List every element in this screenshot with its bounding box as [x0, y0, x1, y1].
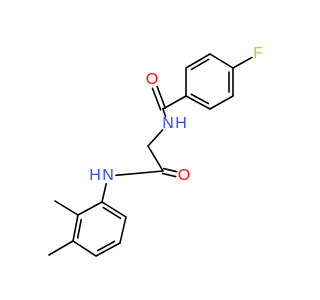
atom-carbonyl-oxygen-bottom: O	[178, 167, 190, 184]
atom-amide-hydrogen-bottom: H	[89, 167, 101, 184]
bond-c-f	[232, 56, 253, 69]
bond-ch2-carbonyl	[147, 145, 164, 172]
bond-ring1-2	[209, 95, 234, 110]
bond-carbonyl-double-top	[156, 85, 167, 109]
bond-ring2-inner-1	[76, 218, 82, 239]
atom-amide-nitrogen-top: N	[162, 115, 174, 132]
bond-ring1-inner-2	[190, 93, 210, 105]
atom-fluorine: F	[253, 45, 263, 62]
bond-methyl-2	[48, 240, 74, 256]
bond-ring2-4	[95, 242, 121, 257]
bond-n-ch2	[147, 129, 164, 147]
bond-ring2-inner-2	[96, 240, 116, 252]
bond-ring1-inner-3	[190, 58, 210, 71]
bond-ring2-2	[72, 214, 79, 242]
bond-carbonyl-n-bottom	[115, 170, 164, 177]
bond-n-aryl	[101, 182, 108, 203]
bond-carbonyl-n	[162, 108, 167, 118]
bond-ring2-6	[101, 201, 127, 218]
bond-carbonyl-double-bottom	[161, 172, 177, 178]
atom-amide-nitrogen-bottom: N	[102, 167, 114, 184]
bond-ring2-1	[77, 201, 103, 216]
bond-ring1-6	[209, 53, 234, 69]
atom-carbonyl-oxygen-top: O	[146, 71, 158, 88]
bond-ring2-5	[119, 216, 127, 244]
bond-carbonyl-double-top	[151, 87, 162, 111]
bonds	[48, 53, 253, 257]
bond-ring2-inner-3	[102, 206, 122, 220]
atom-amide-hydrogen-top: H	[175, 115, 187, 132]
bond-ring-carbonyl	[162, 95, 187, 110]
molecule-structure: F O N H N H O	[48, 45, 263, 257]
bond-carbonyl-double-bottom	[162, 167, 178, 173]
bond-methyl-1	[54, 200, 79, 216]
bond-ring1-3	[185, 95, 211, 110]
bond-ring2-3	[72, 240, 97, 257]
bond-ring1-5	[185, 53, 211, 69]
